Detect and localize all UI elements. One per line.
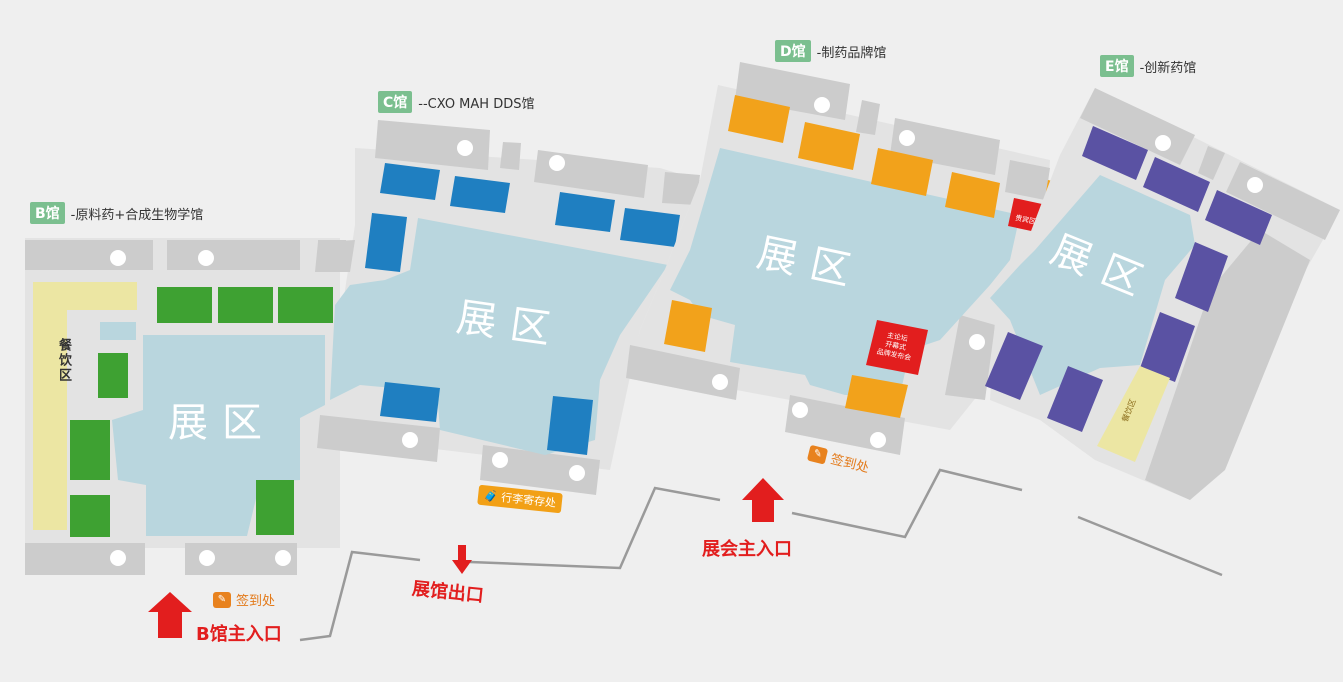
hall-e-dining-area — [1097, 366, 1170, 462]
hall-e-side-wall — [1145, 230, 1310, 500]
restroom-icon — [275, 550, 291, 566]
checkin-icon: ✎ — [806, 444, 829, 465]
booth-c106[interactable] — [380, 382, 440, 422]
hall-c-desc: --CXO MAH DDS馆 — [418, 96, 535, 112]
path-b-entrance — [299, 550, 421, 642]
restroom-icon — [492, 452, 508, 468]
main-entrance-arrow-icon — [742, 478, 784, 522]
booth-b104[interactable] — [278, 287, 333, 323]
hall-e-exhibit-zone — [990, 175, 1195, 395]
hall-d-bottom-wall — [626, 345, 740, 400]
checkin-icon: ✎ — [213, 591, 231, 608]
expo-main-entrance-label: 展会主入口 — [702, 539, 792, 560]
booth-e101[interactable] — [1082, 126, 1148, 180]
booth-d104[interactable] — [945, 172, 1000, 218]
booth-c105[interactable] — [365, 213, 407, 272]
hall-c-tag: C馆 — [378, 91, 413, 113]
restroom-icons — [110, 97, 1263, 566]
restroom-icon — [899, 130, 915, 146]
hall-e-tag: E馆 — [1100, 55, 1134, 77]
restroom-icon — [870, 432, 886, 448]
lounge-booth[interactable] — [1008, 198, 1042, 232]
luggage-label: 行李寄存处 — [500, 491, 557, 510]
booth-c101[interactable] — [380, 163, 440, 200]
restroom-icon — [1155, 135, 1171, 151]
hall-b: 展区 — [25, 238, 346, 575]
entrance-arrows — [148, 478, 784, 638]
hall-c: 展区 — [315, 120, 700, 495]
restroom-icon — [457, 140, 473, 156]
booth-b103[interactable] — [218, 287, 273, 323]
hall-b-tag: B馆 — [30, 202, 65, 224]
path-main-entrance — [791, 468, 1023, 539]
hall-b-dining-label: 餐饮区 — [56, 338, 71, 383]
hall-c-label: C馆 --CXO MAH DDS馆 — [378, 91, 534, 113]
hall-d-tag: D馆 — [775, 40, 811, 62]
booth-b107[interactable] — [70, 495, 110, 537]
exit-arrow-icon — [452, 545, 472, 574]
restroom-icon — [969, 334, 985, 350]
checkin-b-label: 签到处 — [236, 594, 276, 609]
booth-c103[interactable] — [555, 192, 615, 232]
hall-d-exhibit-zone — [670, 148, 1020, 395]
restroom-icon — [199, 550, 215, 566]
restroom-icon — [110, 550, 126, 566]
restroom-icon — [712, 374, 728, 390]
booth-b101[interactable] — [98, 353, 128, 398]
hall-d-label: D馆 -制药品牌馆 — [775, 40, 886, 62]
restroom-icon — [792, 402, 808, 418]
restroom-icon — [1247, 177, 1263, 193]
booth-e107[interactable] — [1047, 366, 1103, 432]
restroom-icon — [110, 250, 126, 266]
booth-d103[interactable] — [871, 148, 933, 196]
hall-b-exhibit-zone — [112, 335, 325, 536]
booth-e102[interactable] — [1143, 157, 1210, 212]
hall-e-desc: -创新药馆 — [1139, 60, 1197, 76]
hall-c-exhibit-zone — [330, 218, 668, 455]
restroom-icon — [569, 465, 585, 481]
booth-d106[interactable] — [845, 375, 908, 418]
checkin-b[interactable]: ✎ 签到处 — [213, 590, 275, 609]
hall-b-desc: -原料药+合成生物学馆 — [70, 207, 204, 223]
forum-stage[interactable] — [866, 320, 928, 375]
b-main-entrance-label: B馆主入口 — [196, 624, 282, 645]
booth-c104[interactable] — [620, 208, 680, 247]
restroom-icon — [814, 97, 830, 113]
booth-d105[interactable] — [664, 300, 712, 352]
hall-b-zone-label: 展区 — [168, 400, 276, 446]
hall-b-bottom-wall — [25, 543, 145, 575]
b-entrance-arrow-icon — [148, 592, 192, 638]
booth-e105[interactable] — [1140, 312, 1195, 382]
booth-e106[interactable] — [985, 332, 1043, 400]
restroom-icon — [198, 250, 214, 266]
restroom-icon — [402, 432, 418, 448]
hall-c-bottom-wall — [317, 415, 440, 462]
restroom-icon — [549, 155, 565, 171]
luggage-icon: 🧳 — [483, 489, 499, 504]
booth-d101[interactable] — [728, 95, 790, 143]
path-exit — [469, 486, 721, 570]
hall-b-label: B馆 -原料药+合成生物学馆 — [30, 202, 203, 224]
booth-e103[interactable] — [1205, 190, 1272, 245]
booth-c107[interactable] — [547, 396, 593, 455]
entrance-paths — [299, 468, 1223, 642]
hall-d-desc: -制药品牌馆 — [816, 45, 887, 61]
path-east — [1077, 515, 1223, 577]
booth-b105[interactable] — [70, 420, 110, 480]
hall-e-label: E馆 -创新药馆 — [1100, 55, 1196, 77]
booth-b106[interactable] — [256, 480, 294, 535]
booth-b102[interactable] — [157, 287, 212, 323]
booth-e104[interactable] — [1175, 242, 1228, 312]
booth-c102[interactable] — [450, 176, 510, 213]
hall-c-top-wall — [375, 120, 490, 170]
booth-d102[interactable] — [798, 122, 860, 170]
